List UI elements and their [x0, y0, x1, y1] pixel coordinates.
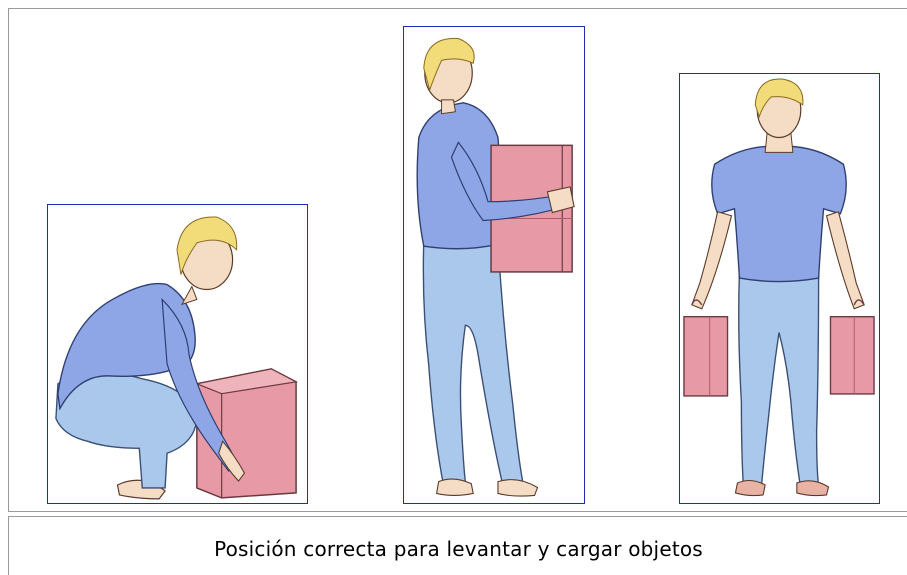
bag-right-shape [829, 299, 875, 395]
standing-carrying-bags-icon [683, 78, 875, 497]
bag-left-shape [683, 299, 729, 397]
figure-table: Posición correcta para levantar y cargar… [8, 8, 907, 575]
standing-holding-box-icon [416, 38, 575, 497]
standing-holding-box-illustration [403, 26, 585, 504]
caption-row: Posición correcta para levantar y cargar… [8, 516, 907, 575]
standing-carrying-bags-illustration [679, 73, 880, 504]
illustrations-row [8, 8, 907, 512]
crouching-lifting-box-illustration [47, 204, 308, 504]
figure-caption: Posición correcta para levantar y cargar… [214, 537, 703, 561]
crouching-lifting-box-icon [55, 216, 298, 500]
